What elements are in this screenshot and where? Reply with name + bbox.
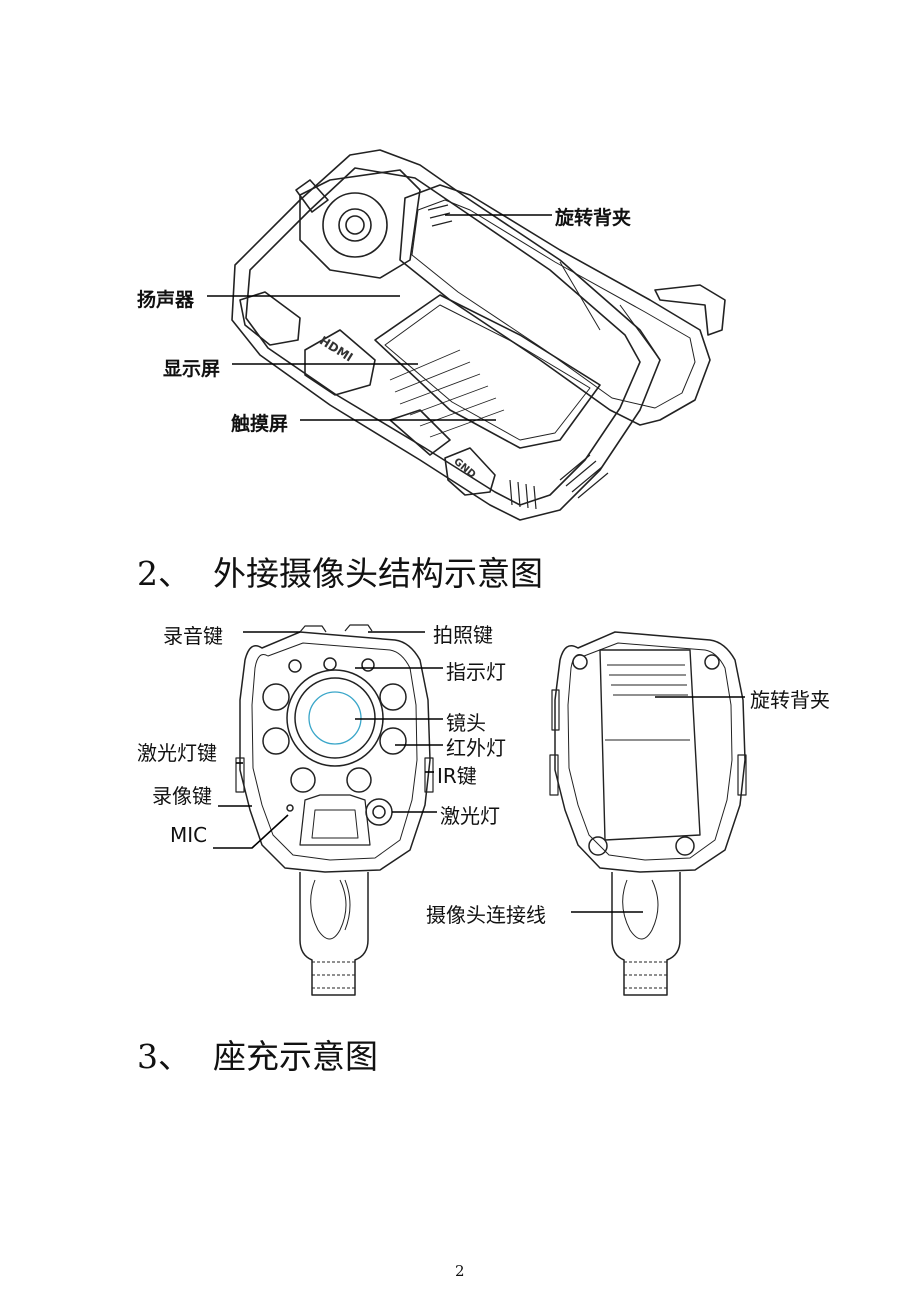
label-speaker: 扬声器 xyxy=(137,289,195,311)
label-lens: 镜头 xyxy=(446,711,486,735)
back-clip xyxy=(399,184,711,426)
section-3-heading: 3、座充示意图 xyxy=(137,1030,378,1078)
label-photo-key: 拍照键 xyxy=(433,623,493,647)
label-laser-key: 激光灯键 xyxy=(137,741,217,765)
laser-light xyxy=(365,798,393,826)
device-body-outline xyxy=(231,149,661,521)
camera-front-outline xyxy=(239,631,431,873)
gnd-port xyxy=(444,447,496,496)
figure-external-camera xyxy=(213,624,747,996)
section-3-title: 座充示意图 xyxy=(213,1037,378,1076)
speaker-cover xyxy=(239,291,301,346)
label-indicator-light: 指示灯 xyxy=(446,660,506,684)
label-touchscreen: 触摸屏 xyxy=(231,413,289,435)
camera-back-outline xyxy=(554,631,746,873)
label-display: 显示屏 xyxy=(163,358,221,380)
section-2-heading: 2、外接摄像头结构示意图 xyxy=(137,547,543,595)
label-back-clip-top: 旋转背夹 xyxy=(555,207,632,229)
section-2-title: 外接摄像头结构示意图 xyxy=(213,554,543,593)
label-mic: MIC xyxy=(170,823,208,847)
label-ir-key: IR键 xyxy=(437,764,477,788)
section-2-number: 2、 xyxy=(137,554,191,593)
section-3-number: 3、 xyxy=(137,1037,191,1076)
camera-back-clip xyxy=(599,649,701,841)
label-infrared-light: 红外灯 xyxy=(446,736,506,760)
device-body-inner xyxy=(245,167,641,506)
hdmi-port xyxy=(304,329,376,396)
figure-device-back-clip xyxy=(207,149,726,521)
mount-ring xyxy=(322,192,388,258)
camera-lens xyxy=(286,669,384,767)
label-laser-light: 激光灯 xyxy=(440,804,500,828)
page-number: 2 xyxy=(455,1262,465,1280)
label-record-video-key: 录像键 xyxy=(152,784,212,808)
camera-back-cable xyxy=(611,872,681,996)
label-back-clip-camera: 旋转背夹 xyxy=(750,688,830,712)
label-record-audio-key: 录音键 xyxy=(163,624,223,648)
label-camera-cable: 摄像头连接线 xyxy=(426,903,546,927)
camera-front-cable xyxy=(299,872,369,996)
